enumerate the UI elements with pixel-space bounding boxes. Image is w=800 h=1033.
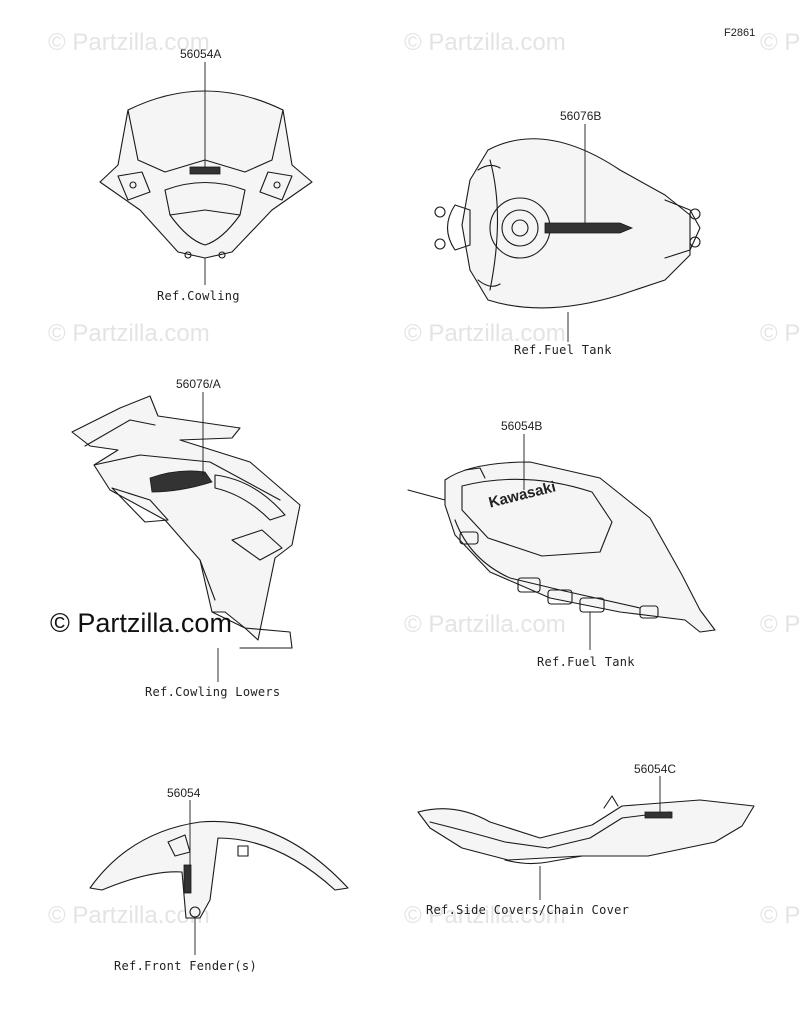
watermark: © Partzilla.com — [404, 320, 566, 347]
part-number-label[interactable]: 56054 — [167, 786, 201, 800]
fuel-tank-top-drawing — [434, 138, 701, 309]
watermark-main: © Partzilla.com — [50, 608, 232, 638]
cowling-lowers-drawing — [71, 395, 301, 649]
part-number-label[interactable]: 56076B — [560, 109, 601, 123]
watermark: © Partzilla.com — [404, 29, 566, 56]
watermark: © Partzilla.com — [760, 320, 800, 347]
watermark: © Partzilla.com — [404, 902, 566, 929]
part-number-label[interactable]: 56054B — [501, 419, 542, 433]
front-fender-drawing — [89, 820, 349, 919]
part-number-label[interactable]: 56054A — [180, 47, 221, 61]
figure-id: F2861 — [724, 27, 755, 39]
watermark: © Partzilla.com — [48, 29, 210, 56]
watermark: © Partzilla.com — [760, 902, 800, 929]
watermark: © Partzilla.com — [48, 902, 210, 929]
watermark: © Partzilla.com — [404, 611, 566, 638]
part-number-label[interactable]: 56076/A — [176, 377, 221, 391]
watermark: © Partzilla.com — [48, 320, 210, 347]
watermark-layer: © Partzilla.com © Partzilla.com © Partzi… — [48, 29, 800, 929]
reference-label: Ref.Front Fender(s) — [114, 959, 257, 973]
reference-label: Ref.Fuel Tank — [514, 343, 612, 357]
reference-label: Ref.Cowling Lowers — [145, 685, 280, 699]
watermark: © Partzilla.com — [760, 29, 800, 56]
reference-label: Ref.Fuel Tank — [537, 655, 635, 669]
fuel-tank-side-drawing — [407, 461, 716, 633]
reference-label: Ref.Side Covers/Chain Cover — [426, 903, 629, 917]
watermark: © Partzilla.com — [760, 611, 800, 638]
reference-label: Ref.Cowling — [157, 289, 240, 303]
upper-cowling-drawing — [99, 90, 313, 259]
side-covers-drawing — [417, 795, 755, 865]
part-number-label[interactable]: 56054C — [634, 762, 676, 776]
